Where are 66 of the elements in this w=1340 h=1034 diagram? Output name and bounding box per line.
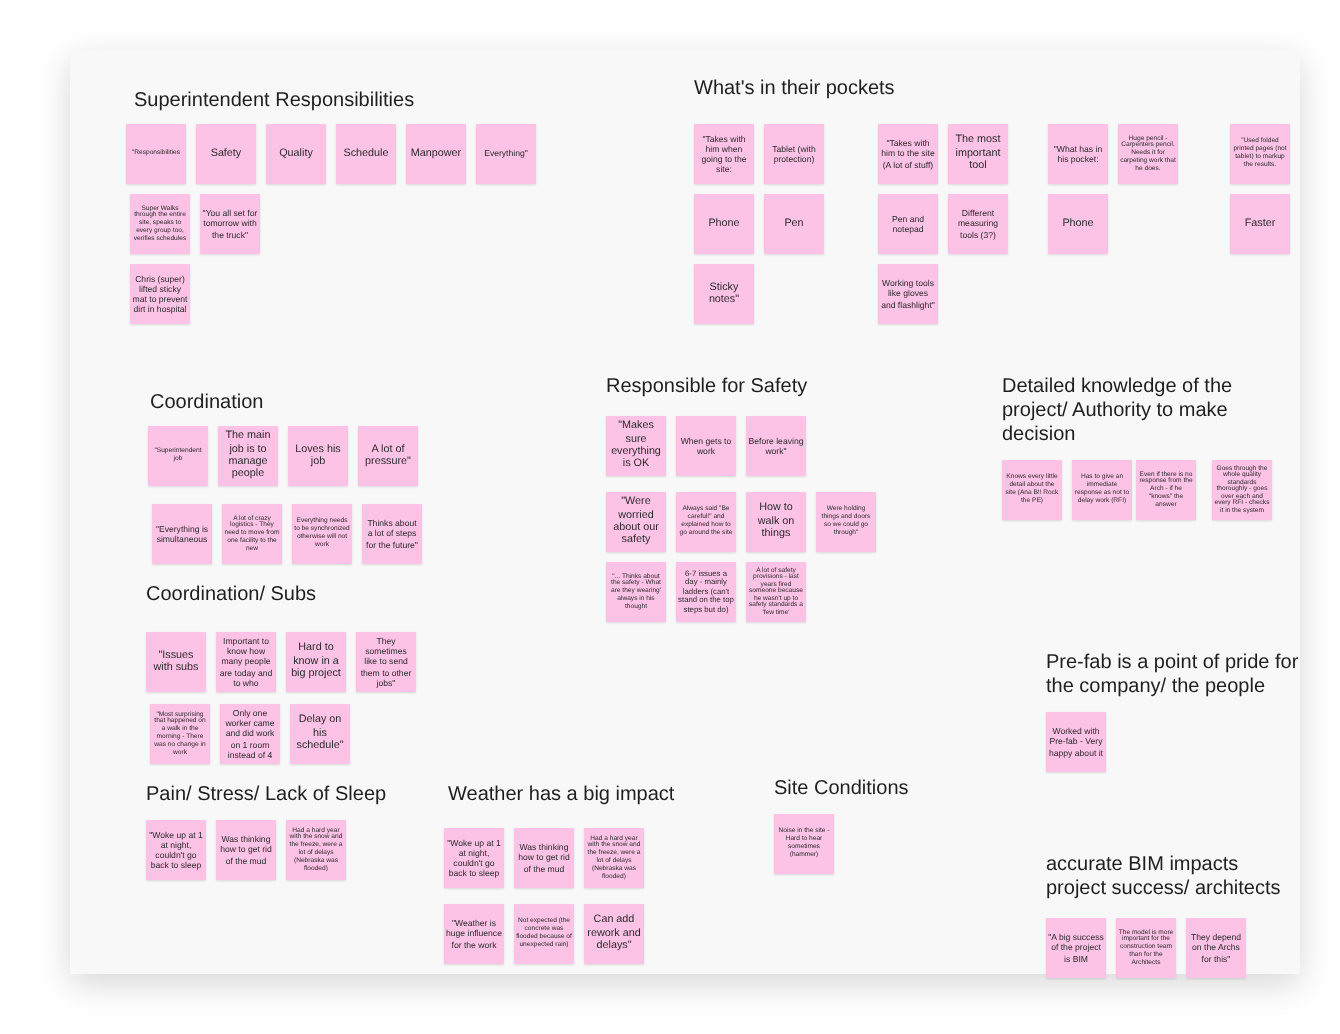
group-title: Site Conditions	[774, 778, 909, 802]
sticky-note	[774, 814, 834, 874]
sticky-note	[152, 504, 212, 564]
sticky-note	[1230, 194, 1290, 254]
sticky-note	[1072, 460, 1132, 520]
group-title: Coordination	[150, 392, 264, 416]
group-title: What's in their pockets	[694, 78, 895, 102]
group-title: Superintendent Responsibilities	[134, 90, 415, 114]
group-title: Pre-fab is a point of pride for the company/ the people	[1046, 652, 1301, 700]
sticky-note	[878, 124, 938, 184]
sticky-note	[196, 124, 256, 184]
group-title: Pain/ Stress/ Lack of Sleep	[146, 784, 387, 808]
sticky-note	[694, 124, 754, 184]
sticky-note	[1136, 460, 1196, 520]
sticky-note	[948, 194, 1008, 254]
sticky-note	[222, 504, 282, 564]
sticky-note	[1116, 918, 1176, 978]
sticky-note	[764, 194, 824, 254]
group-title: Detailed knowledge of the project/ Authority to make decision	[1002, 376, 1235, 448]
sticky-note	[444, 904, 504, 964]
sticky-note	[1118, 124, 1178, 184]
sticky-note	[694, 264, 754, 324]
group-title: accurate BIM impacts project success/ architects	[1046, 854, 1283, 902]
sticky-note	[1046, 712, 1106, 772]
sticky-note	[676, 416, 736, 476]
sticky-note	[878, 264, 938, 324]
sticky-note	[1046, 918, 1106, 978]
sticky-note	[286, 632, 346, 692]
sticky-note	[676, 492, 736, 552]
sticky-note	[584, 904, 644, 964]
sticky-note	[216, 820, 276, 880]
sticky-note	[746, 416, 806, 476]
sticky-note	[746, 492, 806, 552]
sticky-note	[948, 124, 1008, 184]
sticky-note	[1048, 194, 1108, 254]
sticky-note	[406, 124, 466, 184]
sticky-note	[126, 124, 186, 184]
sticky-note	[362, 504, 422, 564]
sticky-note	[816, 492, 876, 552]
sticky-note	[266, 124, 326, 184]
sticky-note	[1002, 460, 1062, 520]
sticky-note	[764, 124, 824, 184]
sticky-note	[146, 632, 206, 692]
sticky-note	[148, 426, 208, 486]
group-title: Coordination/ Subs	[146, 584, 317, 608]
sticky-note	[146, 820, 206, 880]
sticky-note	[606, 562, 666, 622]
group-title: Weather has a big impact	[448, 784, 675, 808]
sticky-note	[514, 904, 574, 964]
sticky-note	[878, 194, 938, 254]
sticky-note	[1048, 124, 1108, 184]
sticky-note	[476, 124, 536, 184]
sticky-note	[288, 426, 348, 486]
sticky-note	[514, 828, 574, 888]
sticky-note	[336, 124, 396, 184]
sticky-note	[130, 264, 190, 324]
sticky-note	[1230, 124, 1290, 184]
sticky-note	[358, 426, 418, 486]
sticky-note	[694, 194, 754, 254]
sticky-note	[292, 504, 352, 564]
sticky-note	[1186, 918, 1246, 978]
sticky-note	[444, 828, 504, 888]
sticky-note	[200, 194, 260, 254]
sticky-note	[130, 194, 190, 254]
sticky-note	[290, 704, 350, 764]
group-title: Responsible for Safety	[606, 376, 808, 400]
